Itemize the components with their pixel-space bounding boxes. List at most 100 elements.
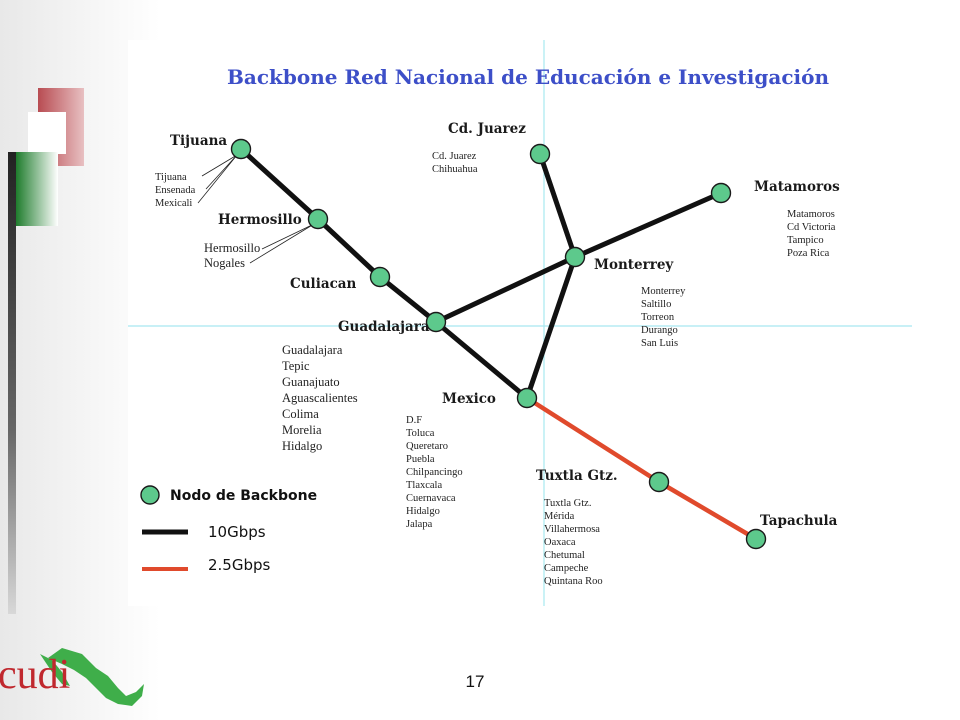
baja-peninsula-icon: [40, 654, 70, 686]
legend-10g-label: 10Gbps: [208, 523, 266, 541]
legend-node-marker: [140, 485, 160, 505]
link-monterrey-mexico: [524, 254, 578, 401]
node-guadalajara: [425, 311, 447, 333]
black-accent-bar: [8, 152, 16, 614]
city-item: D.F: [406, 415, 422, 426]
city-item: Tepic: [282, 359, 310, 373]
city-item: Campeche: [544, 563, 589, 574]
node-tuxtla: [648, 471, 670, 493]
city-item: Jalapa: [406, 519, 433, 530]
city-item: Toluca: [406, 428, 435, 439]
link-guadalajara-mexico: [433, 319, 530, 401]
city-item: Monterrey: [641, 286, 686, 297]
city-item: Tlaxcala: [406, 480, 442, 491]
city-list-tuxtla: Tuxtla Gtz. Mérida Villahermosa Oaxaca C…: [544, 498, 603, 587]
legend: Nodo de Backbone 10Gbps 2.5Gbps: [140, 485, 317, 574]
city-item: Saltillo: [641, 299, 671, 310]
diagram-canvas: [128, 40, 912, 606]
leader-line: [261, 223, 315, 250]
city-item: Mérida: [544, 511, 575, 522]
node-mexico: [516, 387, 538, 409]
city-item: Mexicali: [155, 198, 192, 209]
node-label-matamoros: Matamoros: [754, 179, 840, 195]
city-item: Nogales: [204, 256, 245, 270]
city-item: Hidalgo: [282, 439, 322, 453]
city-item: Tijuana: [155, 172, 187, 183]
city-list-matamoros: Matamoros Cd Victoria Tampico Poza Rica: [787, 209, 838, 259]
city-list-mexico: D.F Toluca Queretaro Puebla Chilpancingo…: [406, 415, 465, 530]
link-culiacan-guadalajara: [377, 274, 439, 325]
node-label-hermosillo: Hermosillo: [218, 212, 302, 228]
node-tijuana: [230, 138, 252, 160]
leader-line: [249, 223, 315, 264]
city-list-cdjuarez: Cd. Juarez Chihuahua: [432, 151, 479, 175]
city-item: Tampico: [787, 235, 824, 246]
city-list-hermosillo: Hermosillo Nogales: [204, 241, 263, 270]
link-tijuana-hermosillo: [238, 146, 321, 222]
city-item: Hidalgo: [406, 506, 440, 517]
city-item: Aguascalientes: [282, 391, 358, 405]
node-label-tijuana: Tijuana: [170, 133, 227, 149]
city-item: Durango: [641, 325, 678, 336]
cudi-logo-text: cudi: [0, 652, 70, 698]
node-cdjuarez: [529, 143, 551, 165]
city-item: Colima: [282, 407, 319, 421]
cudi-logo: cudi: [0, 648, 144, 706]
city-item: Torreon: [641, 312, 675, 323]
node-culiacan: [369, 266, 391, 288]
links-layer: [238, 146, 759, 542]
city-item: Puebla: [406, 454, 435, 465]
leader-line: [197, 154, 238, 204]
node-label-monterrey: Monterrey: [594, 257, 674, 273]
leader-lines: [197, 154, 315, 264]
city-item: Chilpancingo: [406, 467, 463, 478]
city-item: Matamoros: [787, 209, 835, 220]
legend-node-label: Nodo de Backbone: [170, 488, 317, 504]
node-label-guadalajara: Guadalajara: [338, 319, 430, 335]
leader-line: [205, 154, 238, 190]
green-accent-block: [16, 152, 58, 226]
city-item: Hermosillo: [204, 241, 260, 255]
node-monterrey: [564, 246, 586, 268]
node-label-mexico: Mexico: [442, 391, 496, 407]
city-item: Quintana Roo: [544, 576, 603, 587]
city-item: Cuernavaca: [406, 493, 456, 504]
city-item: Tuxtla Gtz.: [544, 498, 591, 509]
node-tapachula: [745, 528, 767, 550]
link-tuxtla-tapachula: [656, 479, 759, 542]
leader-line: [201, 154, 238, 177]
city-item: Morelia: [282, 423, 322, 437]
link-guadalajara-monterrey: [433, 254, 578, 325]
legend-2-5g-label: 2.5Gbps: [208, 556, 271, 574]
city-item: San Luis: [641, 338, 678, 349]
city-list-guadalajara: Guadalajara Tepic Guanajuato Aguascalien…: [282, 343, 361, 453]
link-monterrey-matamoros: [572, 190, 724, 260]
node-label-cdjuarez: Cd. Juarez: [448, 121, 526, 137]
node-label-tapachula: Tapachula: [760, 513, 838, 529]
city-item: Queretaro: [406, 441, 448, 452]
page-number: 17: [465, 672, 485, 691]
node-hermosillo: [307, 208, 329, 230]
city-item: Cd Victoria: [787, 222, 836, 233]
city-list-monterrey: Monterrey Saltillo Torreon Durango San L…: [641, 286, 688, 349]
city-item: Chetumal: [544, 550, 585, 561]
city-item: Chihuahua: [432, 164, 478, 175]
city-item: Guanajuato: [282, 375, 340, 389]
city-item: Villahermosa: [544, 524, 600, 535]
city-item: Cd. Juarez: [432, 151, 477, 162]
city-item: Ensenada: [155, 185, 196, 196]
nodes-layer: [230, 138, 767, 550]
city-item: Poza Rica: [787, 248, 830, 259]
city-item: Guadalajara: [282, 343, 343, 357]
diagram-title: Backbone Red Nacional de Educación e Inv…: [227, 65, 829, 89]
white-accent-block: [28, 112, 66, 154]
node-label-culiacan: Culiacan: [290, 276, 357, 292]
city-list-tijuana: Tijuana Ensenada Mexicali: [155, 172, 198, 209]
link-mexico-tuxtla: [524, 395, 662, 485]
city-item: Oaxaca: [544, 537, 576, 548]
mexico-map-icon: [48, 648, 144, 706]
link-hermosillo-culiacan: [315, 216, 383, 280]
node-matamoros: [710, 182, 732, 204]
link-cdjuarez-monterrey: [537, 151, 578, 260]
